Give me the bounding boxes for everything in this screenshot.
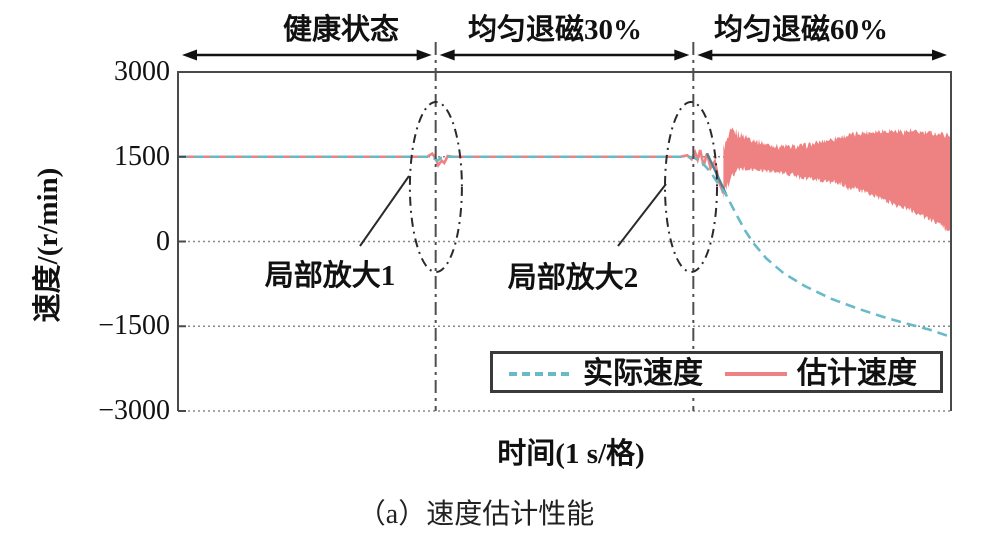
arrowhead-right-0 [416, 49, 432, 61]
actual-speed-line [178, 155, 952, 339]
arrowhead-right-1 [674, 49, 690, 61]
y-axis-label: 速度/(r/min) [32, 167, 64, 323]
arrowhead-left-1 [439, 49, 455, 61]
figure-caption: （a）速度估计性能 [357, 499, 595, 530]
arrowhead-left-2 [697, 49, 713, 61]
legend-label-estimated-speed: 估计速度 [797, 357, 917, 390]
legend-box: 实际速度 估计速度 [490, 351, 943, 393]
pointer-line-1 [359, 175, 410, 247]
region-label-healthy: 健康状态 [282, 14, 400, 46]
legend-solid-line-sample [725, 372, 787, 376]
ytick-1500: 1500 [114, 141, 170, 172]
pointer-line-2 [617, 183, 667, 247]
annotation-local-zoom-1: 局部放大1 [264, 260, 396, 292]
arrowhead-right-2 [932, 49, 947, 61]
legend-label-actual-speed: 实际速度 [583, 357, 703, 390]
x-axis-label: 时间(1 s/格) [497, 438, 645, 470]
ytick-neg-3000: −3000 [98, 395, 170, 426]
ytick-neg-1500: −1500 [98, 310, 170, 341]
ytick-3000: 3000 [114, 56, 170, 87]
annotation-local-zoom-2: 局部放大2 [507, 262, 639, 294]
zoom-ellipse-1 [408, 101, 463, 273]
arrowhead-left-0 [182, 49, 197, 61]
zoom-ellipse-2 [664, 101, 718, 273]
region-label-demag-30: 均匀退磁30% [467, 14, 643, 46]
estimated-speed-oscillation-band [723, 127, 951, 232]
legend-dashed-line-sample [509, 372, 569, 376]
ytick-0: 0 [156, 226, 170, 257]
region-label-demag-60: 均匀退磁60% [713, 14, 889, 46]
